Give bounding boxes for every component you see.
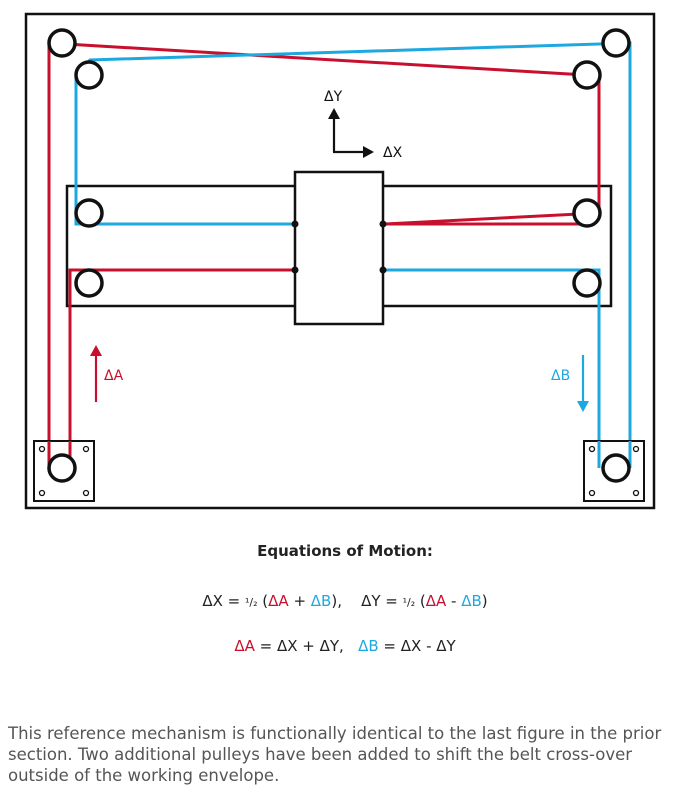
carriage [293, 170, 385, 326]
dy-label: ΔY [324, 89, 343, 105]
eq-plus: + [288, 592, 311, 610]
eq-minus: - [446, 592, 462, 610]
eq-da-rhs: = ΔX + ΔY, [254, 637, 359, 655]
belt-a [384, 186, 601, 226]
da-arrowhead-icon [90, 345, 102, 356]
screw-hole [82, 445, 90, 453]
screw-hole [588, 489, 596, 497]
eq-close-sep: ), [331, 592, 362, 610]
eq-dx-lhs: ΔX = [202, 592, 245, 610]
equation-ab: ΔA = ΔX + ΔY, ΔB = ΔX - ΔY [0, 637, 690, 655]
screw-hole [632, 445, 640, 453]
pulley-motor-left [47, 453, 77, 483]
belt-a-left-run [68, 268, 295, 468]
pulley-gantry-left-upper [74, 198, 104, 228]
equations-title: Equations of Motion: [257, 542, 433, 560]
screw-hole [632, 489, 640, 497]
eq-db: ΔB [358, 637, 379, 655]
eq-close: ) [481, 592, 488, 610]
pulley-gantry-right-upper [572, 198, 602, 228]
eq-open: ( [415, 592, 426, 610]
eq-open: ( [257, 592, 269, 610]
eq-dy-lhs: ΔY = [361, 592, 403, 610]
pulley-top-left-outer [47, 28, 77, 58]
eq-da: ΔA [425, 592, 447, 610]
db-arrowhead-icon [577, 401, 589, 412]
corexy-belt-diagram: ΔY ΔX ΔA ΔB [24, 12, 656, 510]
dy-arrowhead-icon [328, 108, 340, 119]
eq-db: ΔB [461, 592, 482, 610]
screw-hole [588, 445, 596, 453]
eq-db-rhs: = ΔX - ΔY [378, 637, 456, 655]
screw-hole [38, 445, 46, 453]
dx-arrowhead-icon [363, 146, 374, 158]
belt-clamp [379, 266, 387, 274]
eq-half: ¹/₂ [402, 596, 416, 609]
pulley-top-left-inner [74, 60, 104, 90]
belt-b-right-run [385, 268, 601, 468]
pulley-gantry-left-lower [74, 268, 104, 298]
pulley-gantry-right-lower [572, 268, 602, 298]
belt-clamp [291, 266, 299, 274]
pulley-top-right-inner [572, 60, 602, 90]
screw-hole [82, 489, 90, 497]
belt-clamp [291, 220, 299, 228]
da-label: ΔA [104, 368, 124, 384]
belt-clamp [379, 220, 387, 228]
dx-label: ΔX [383, 145, 403, 161]
eq-db: ΔB [310, 592, 332, 610]
frame [24, 12, 656, 510]
eq-da: ΔA [234, 637, 255, 655]
description-paragraph: This reference mechanism is functionally… [8, 723, 662, 785]
eq-da: ΔA [268, 592, 289, 610]
pulley-top-right-outer [601, 28, 631, 58]
screw-hole [38, 489, 46, 497]
db-label: ΔB [551, 368, 570, 384]
equation-xy: ΔX = ¹/₂ (ΔA + ΔB), ΔY = ¹/₂ (ΔA - ΔB) [0, 592, 690, 610]
pulley-motor-right [601, 453, 631, 483]
eq-half: ¹/₂ [245, 596, 258, 609]
